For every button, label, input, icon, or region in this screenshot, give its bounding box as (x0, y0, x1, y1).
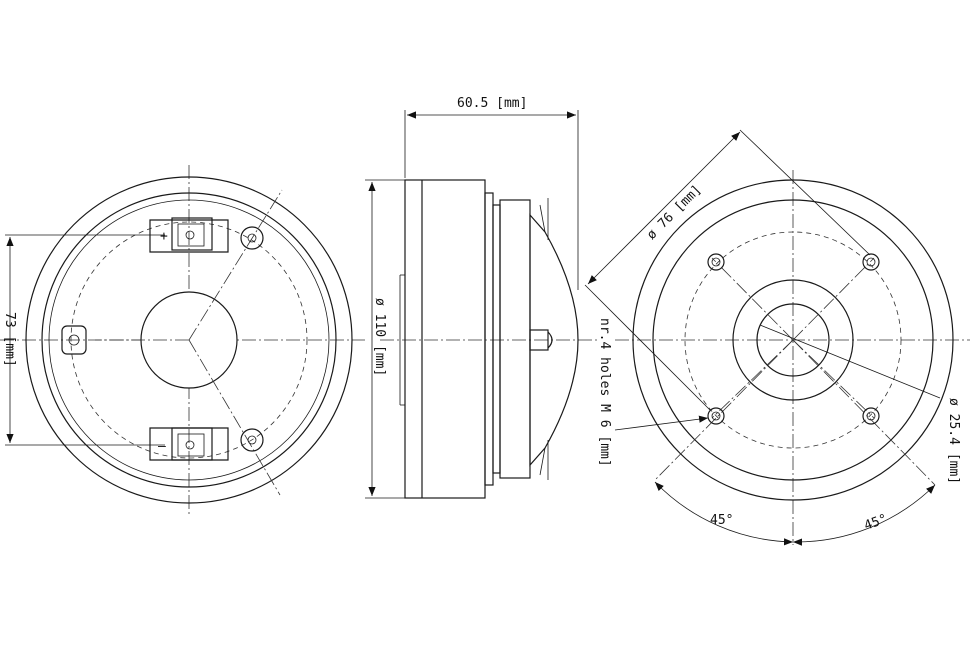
dim-25-4: ø 25.4 [mm] (759, 324, 961, 484)
mounting-spacing-label: 73 [mm] (2, 312, 17, 367)
front-view: ø 76 [mm] nr.4 holes M 6 [mm] ø 25.4 [mm… (584, 129, 970, 546)
screw-top (240, 226, 264, 250)
terminal-bottom: – (149, 427, 229, 461)
screw-bottom (240, 428, 264, 452)
side-view: 60.5 [mm] ø 110 [mm] (365, 96, 600, 499)
bolt-hole-tl (707, 253, 725, 271)
bolt-hole-tr (862, 253, 880, 271)
holes-label: nr.4 holes M 6 [mm] (597, 318, 612, 467)
plus-label: + (160, 229, 168, 244)
terminal-top: + (149, 217, 229, 253)
screw-left (61, 325, 87, 355)
outer-diameter-label: ø 110 [mm] (372, 298, 387, 376)
throat-label: ø 25.4 [mm] (946, 398, 961, 484)
dim-73: 73 [mm] (2, 234, 165, 446)
minus-label: – (158, 439, 166, 454)
dim-76: ø 76 [mm] (584, 129, 871, 411)
dim-110: ø 110 [mm] (365, 179, 405, 499)
angle-left-label: 45° (710, 513, 733, 528)
angle-dims: 45° 45° (654, 481, 936, 546)
bolt-hole-bl (707, 407, 725, 425)
rear-outer-rim (25, 176, 353, 504)
depth-label: 60.5 [mm] (457, 96, 527, 111)
bolt-hole-br (862, 407, 880, 425)
angle-right-label: 45° (862, 512, 889, 534)
holes-note: nr.4 holes M 6 [mm] (597, 318, 709, 467)
throat-circle (756, 303, 830, 377)
dim-60-5: 60.5 [mm] (404, 96, 579, 290)
side-body (404, 179, 486, 499)
rear-view: + – 73 [mm] (0, 165, 365, 515)
bolt-circle (684, 231, 902, 449)
side-dome (529, 213, 579, 467)
